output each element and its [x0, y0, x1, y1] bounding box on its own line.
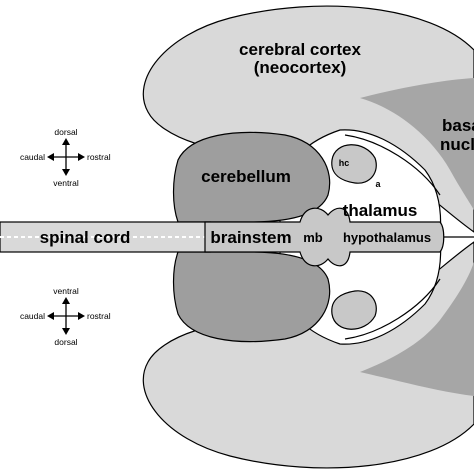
compass-bottom-down-label: dorsal [54, 337, 77, 347]
compass-top-left-label: caudal [20, 152, 45, 162]
basal-nuclei-label-line1: basal [442, 116, 474, 135]
compass-bottom-right-label: rostral [87, 311, 111, 321]
neocortex-label: (neocortex) [254, 58, 347, 77]
hippocampus-upper-shape [331, 144, 377, 184]
compass-bottom-up-label: ventral [53, 286, 79, 296]
brainstem-label: brainstem [210, 228, 291, 247]
hypothalamus-label: hypothalamus [343, 230, 431, 245]
hippocampus-lower-shape [331, 290, 377, 330]
cerebral-cortex-label: cerebral cortex [239, 40, 361, 59]
compass-bottom: ventral caudal rostral dorsal [20, 286, 111, 347]
cerebellum-label: cerebellum [201, 167, 291, 186]
cerebellum-lower-shape [172, 251, 331, 343]
fornix-upper [344, 134, 441, 196]
compass-bottom-left-label: caudal [20, 311, 45, 321]
compass-top-up-label: dorsal [54, 127, 77, 137]
brainstem-shape [204, 207, 445, 267]
cerebellum-upper-shape [172, 131, 331, 223]
basal-nuclei-label-line2: nuclei [440, 135, 474, 154]
midbrain-label: mb [303, 230, 323, 245]
hippocampus-label: hc [339, 158, 350, 168]
thalamus-label: thalamus [343, 201, 418, 220]
compass-top: dorsal caudal rostral ventral [20, 127, 111, 188]
compass-top-right-label: rostral [87, 152, 111, 162]
basal-nuclei-lower-shape [360, 262, 474, 396]
fornix-lower [344, 278, 441, 340]
spinal-cord-label: spinal cord [40, 228, 131, 247]
compass-top-down-label: ventral [53, 178, 79, 188]
basal-nuclei-upper-shape [360, 78, 474, 210]
amygdala-label: a [375, 179, 381, 189]
